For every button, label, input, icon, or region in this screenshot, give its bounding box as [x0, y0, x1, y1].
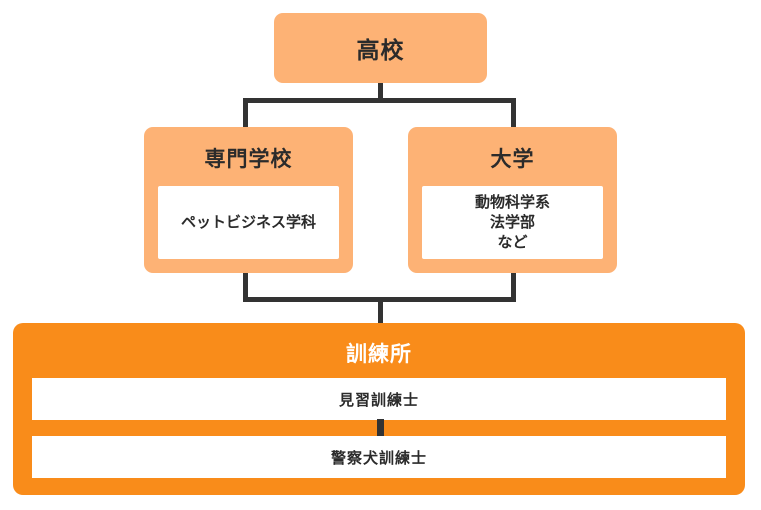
vocational-department-label: ペットビジネス学科: [180, 213, 316, 231]
connector-top-horizontal: [243, 98, 516, 103]
university-faculty-line: など: [497, 233, 528, 251]
connector-to-university: [511, 98, 516, 127]
police-dog-trainer-label: 警察犬訓練士: [330, 449, 427, 467]
node-vocational-school: 専門学校 ペットビジネス学科: [144, 127, 353, 273]
apprentice-trainer-label: 見習訓練士: [338, 391, 419, 409]
connector-to-vocational: [243, 98, 248, 127]
node-university: 大学 動物科学系 法学部 など: [408, 127, 617, 273]
connector-from-university: [511, 273, 516, 302]
stage-apprentice-trainer: 見習訓練士: [32, 378, 726, 420]
vocational-title: 専門学校: [204, 148, 293, 171]
vocational-department-box: ペットビジネス学科: [158, 186, 339, 259]
training-center-title: 訓練所: [346, 343, 412, 366]
university-faculty-line: 動物科学系: [474, 193, 550, 211]
connector-top-vertical: [378, 83, 383, 103]
university-faculty-line: 法学部: [489, 213, 535, 231]
university-title: 大学: [490, 148, 535, 171]
connector-stage-progression: [377, 419, 384, 437]
university-faculty-box: 動物科学系 法学部 など: [422, 186, 603, 259]
connector-from-vocational: [243, 273, 248, 302]
node-training-center: 訓練所 見習訓練士 警察犬訓練士: [13, 323, 745, 495]
node-highschool: 高校: [274, 13, 487, 83]
stage-police-dog-trainer: 警察犬訓練士: [32, 436, 726, 478]
connector-to-training-center: [378, 297, 383, 323]
highschool-label: 高校: [356, 37, 405, 63]
